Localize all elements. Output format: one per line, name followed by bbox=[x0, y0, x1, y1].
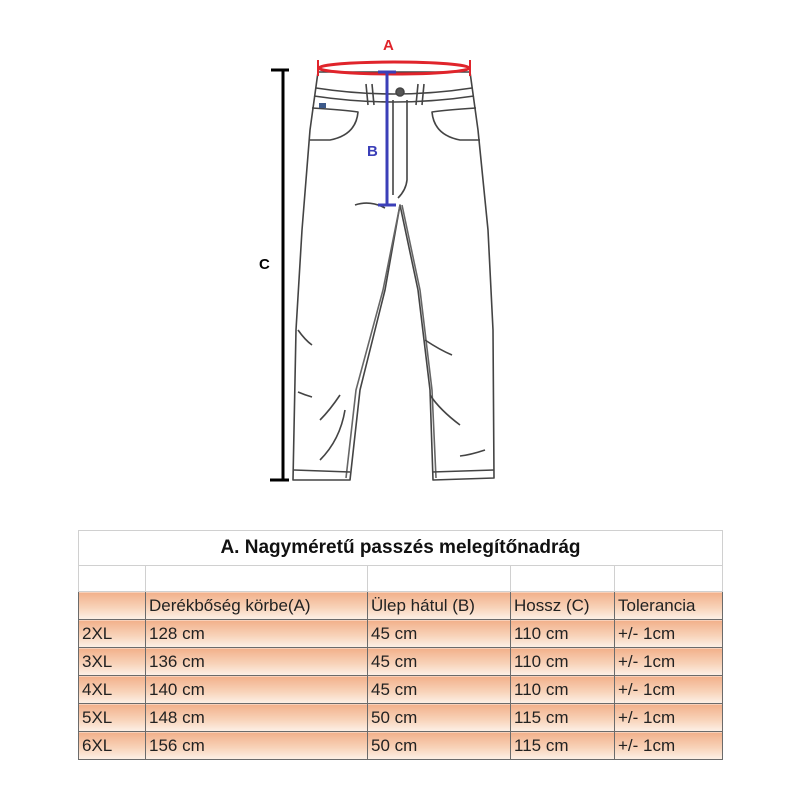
table-row: 5XL 148 cm 50 cm 115 cm +/- 1cm bbox=[78, 703, 723, 732]
table-title-row: A. Nagyméretű passzés melegítőnadrág bbox=[78, 530, 723, 566]
header-cell bbox=[78, 591, 146, 620]
seat-cell: 45 cm bbox=[367, 647, 511, 676]
header-tolerance: Tolerancia bbox=[614, 591, 723, 620]
waist-cell: 136 cm bbox=[145, 647, 368, 676]
size-cell: 2XL bbox=[78, 619, 146, 648]
length-cell: 115 cm bbox=[510, 731, 615, 760]
table-row: 4XL 140 cm 45 cm 110 cm +/- 1cm bbox=[78, 675, 723, 704]
tolerance-cell: +/- 1cm bbox=[614, 703, 723, 732]
label-a: A bbox=[383, 37, 394, 54]
tolerance-cell: +/- 1cm bbox=[614, 675, 723, 704]
pants-drawing-icon bbox=[270, 60, 495, 482]
header-seat: Ülep hátul (B) bbox=[367, 591, 511, 620]
length-cell: 110 cm bbox=[510, 619, 615, 648]
length-cell: 110 cm bbox=[510, 675, 615, 704]
size-cell: 3XL bbox=[78, 647, 146, 676]
seat-cell: 45 cm bbox=[367, 675, 511, 704]
seat-cell: 50 cm bbox=[367, 731, 511, 760]
tolerance-cell: +/- 1cm bbox=[614, 647, 723, 676]
length-cell: 115 cm bbox=[510, 703, 615, 732]
header-length: Hossz (C) bbox=[510, 591, 615, 620]
seat-cell: 50 cm bbox=[367, 703, 511, 732]
size-chart-table: A. Nagyméretű passzés melegítőnadrág Der… bbox=[78, 530, 723, 760]
table-row: 2XL 128 cm 45 cm 110 cm +/- 1cm bbox=[78, 619, 723, 648]
waist-cell: 140 cm bbox=[145, 675, 368, 704]
table-title: A. Nagyméretű passzés melegítőnadrág bbox=[78, 530, 723, 566]
seat-cell: 45 cm bbox=[367, 619, 511, 648]
table-row: 3XL 136 cm 45 cm 110 cm +/- 1cm bbox=[78, 647, 723, 676]
blank-row bbox=[78, 565, 723, 592]
pants-measurement-diagram: A B C bbox=[259, 37, 495, 482]
header-waist: Derékbőség körbe(A) bbox=[145, 591, 368, 620]
waist-cell: 156 cm bbox=[145, 731, 368, 760]
size-cell: 5XL bbox=[78, 703, 146, 732]
size-cell: 6XL bbox=[78, 731, 146, 760]
tolerance-cell: +/- 1cm bbox=[614, 619, 723, 648]
length-cell: 110 cm bbox=[510, 647, 615, 676]
waist-cell: 148 cm bbox=[145, 703, 368, 732]
label-b: B bbox=[367, 143, 378, 160]
waist-cell: 128 cm bbox=[145, 619, 368, 648]
label-c: C bbox=[259, 256, 270, 273]
tolerance-cell: +/- 1cm bbox=[614, 731, 723, 760]
table-row: 6XL 156 cm 50 cm 115 cm +/- 1cm bbox=[78, 731, 723, 760]
size-cell: 4XL bbox=[78, 675, 146, 704]
header-row: Derékbőség körbe(A) Ülep hátul (B) Hossz… bbox=[78, 591, 723, 620]
